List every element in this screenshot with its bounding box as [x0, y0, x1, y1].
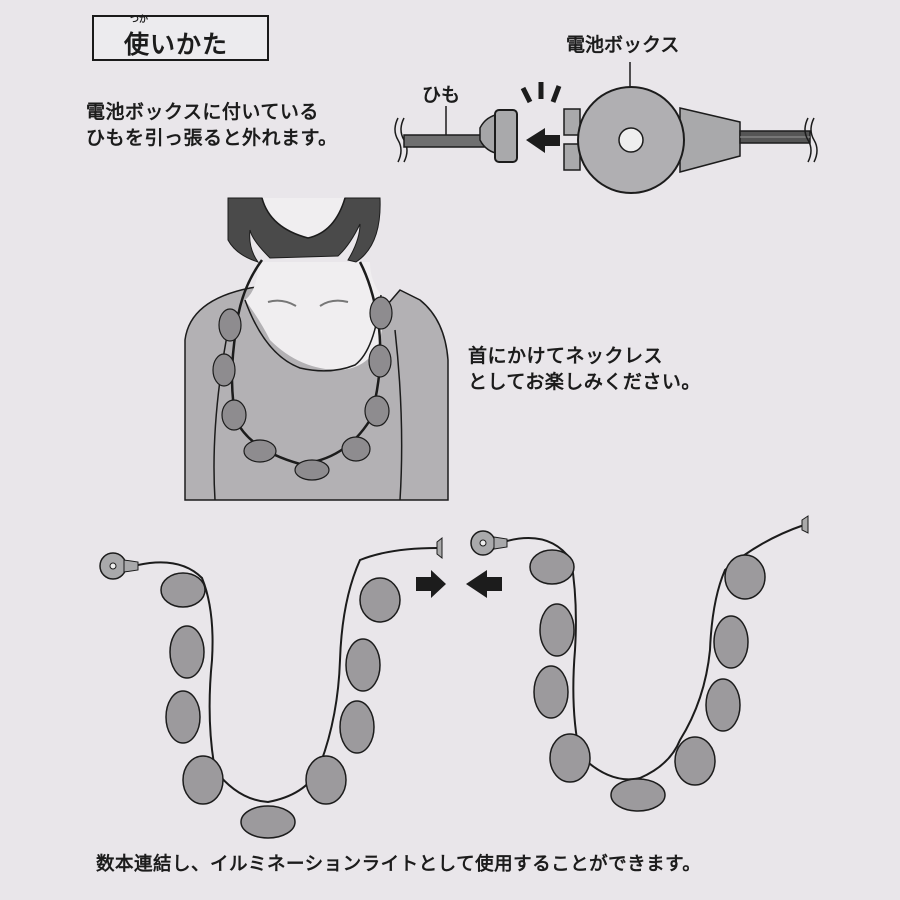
caption-link-lights: 数本連結し、イルミネーションライトとして使用することができます。 — [96, 854, 702, 875]
label-string: ひも — [422, 84, 461, 106]
instruction-necklace: 首にかけてネックレス としてお楽しみください。 — [468, 343, 701, 395]
battery-box-icon — [394, 62, 818, 194]
instruction-detach-line1: 電池ボックスに付いている — [86, 101, 319, 123]
two-linked-light-strings — [99, 515, 809, 839]
instruction-necklace-line2: としてお楽しみください。 — [468, 371, 701, 393]
page-title: 使いかた — [124, 30, 229, 59]
instruction-detach: 電池ボックスに付いている ひもを引っ張ると外れます。 — [86, 99, 338, 151]
title-ruby: つか — [130, 15, 149, 25]
woman-wearing-necklace — [184, 197, 449, 501]
title-box: つか 使いかた — [92, 15, 269, 61]
label-battery-box: 電池ボックス — [566, 34, 680, 56]
instruction-necklace-line1: 首にかけてネックレス — [468, 345, 664, 367]
instruction-detach-line2: ひもを引っ張ると外れます。 — [86, 127, 338, 149]
